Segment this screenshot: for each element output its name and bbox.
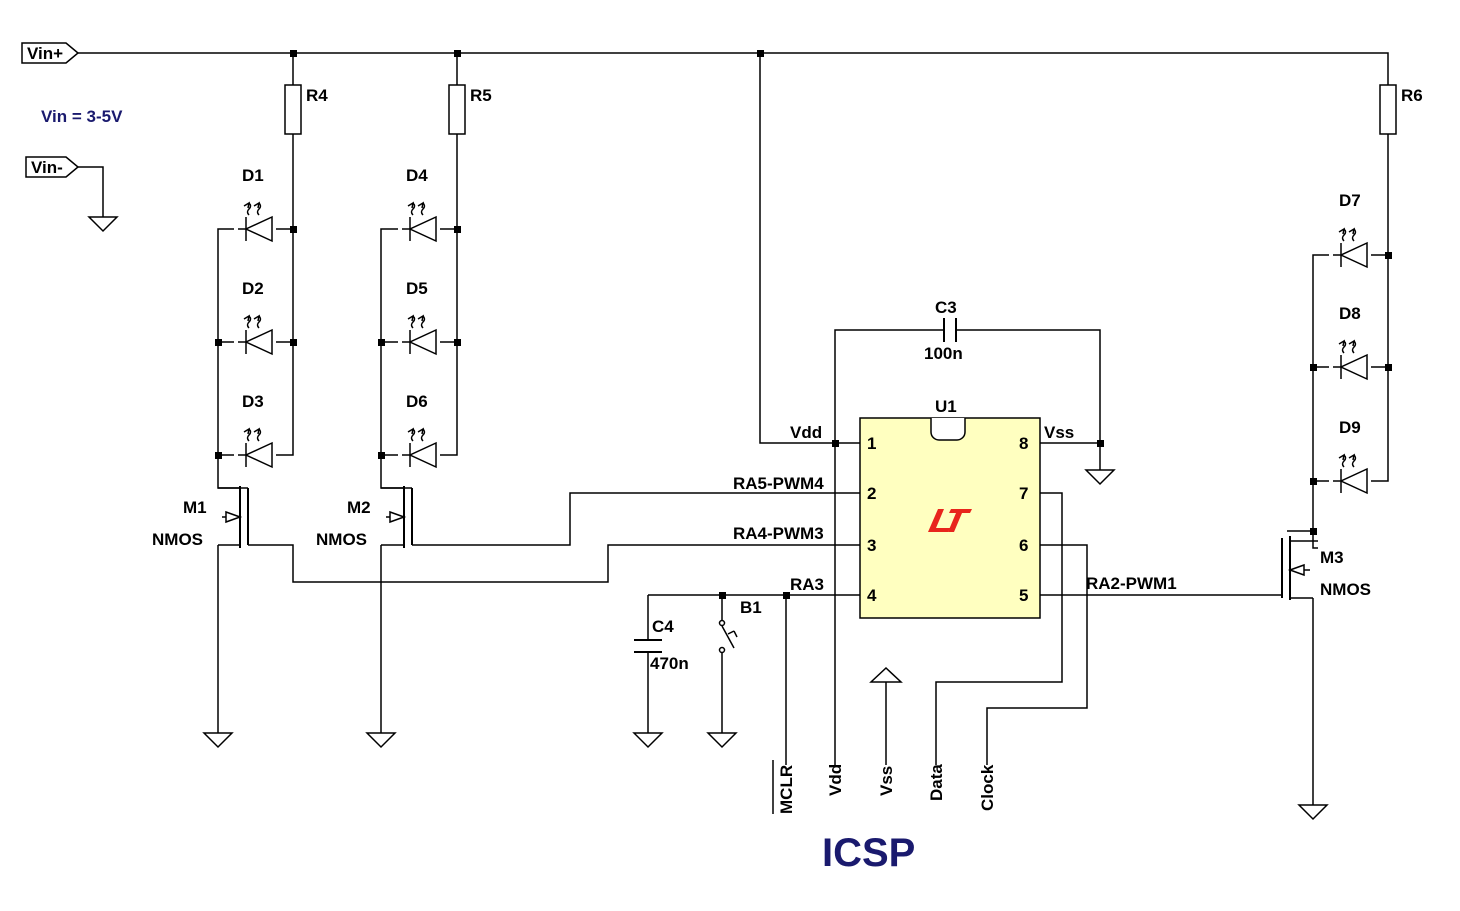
svg-text:U1: U1 [935,397,957,416]
svg-text:M1: M1 [183,498,207,517]
svg-text:D5: D5 [406,279,428,298]
svg-text:NMOS: NMOS [316,530,367,549]
led-d6: D6 [401,392,437,468]
svg-text:Vin-: Vin- [31,158,63,177]
icsp-pin-data: Data [927,764,946,801]
resistor-r6: R6 [1379,84,1423,135]
label-ra4-pwm3: RA4-PWM3 [733,524,824,543]
svg-text:1: 1 [867,434,876,453]
label-ra3: RA3 [790,575,824,594]
led-d4: D4 [401,166,437,242]
led-d7: D7 [1332,191,1368,268]
svg-text:C4: C4 [652,617,674,636]
svg-text:5: 5 [1019,586,1028,605]
svg-text:D2: D2 [242,279,264,298]
svg-text:B1: B1 [740,598,762,617]
svg-text:M3: M3 [1320,548,1344,567]
svg-text:NMOS: NMOS [152,530,203,549]
svg-text:2: 2 [867,484,876,503]
svg-text:C3: C3 [935,298,957,317]
led-d5: D5 [401,279,437,355]
resistor-r5: R5 [448,84,492,135]
svg-text:R6: R6 [1401,86,1423,105]
capacitor-c3: C3 100n [924,298,963,363]
led-d8: D8 [1332,304,1368,380]
ground-symbols [88,216,1328,820]
svg-text:R5: R5 [470,86,492,105]
svg-text:R4: R4 [306,86,328,105]
led-d1: D1 [237,166,273,242]
vin-note: Vin = 3-5V [41,107,123,126]
led-d3: D3 [237,392,273,468]
mosfet-m2: M2 NMOS [316,486,413,549]
svg-text:6: 6 [1019,536,1028,555]
vin-minus-port: Vin- [25,156,80,178]
led-d9: D9 [1332,418,1368,494]
icsp-pin-vdd: Vdd [826,764,845,796]
svg-text:M2: M2 [347,498,371,517]
icsp-pin-mclr: MCLR [777,765,796,814]
icsp-title: ICSP [822,831,915,875]
svg-text:Vin+: Vin+ [27,44,63,63]
label-vdd: Vdd [790,423,822,442]
svg-text:3: 3 [867,536,876,555]
svg-text:D3: D3 [242,392,264,411]
mosfet-m3: M3 NMOS [1281,536,1371,600]
vin-plus-port: Vin+ [21,42,80,64]
svg-text:D1: D1 [242,166,264,185]
junctions [215,50,1392,599]
mosfet-m1: M1 NMOS [152,486,249,549]
pushbutton-b1: B1 [718,598,762,654]
svg-text:7: 7 [1019,484,1028,503]
svg-text:D9: D9 [1339,418,1361,437]
ic-u1: U1 1 2 3 4 5 6 7 8 [859,397,1041,619]
svg-text:D4: D4 [406,166,428,185]
svg-text:4: 4 [867,586,877,605]
label-vss: Vss [1044,423,1074,442]
label-ra2-pwm1: RA2-PWM1 [1086,574,1177,593]
svg-text:D8: D8 [1339,304,1361,323]
svg-text:D6: D6 [406,392,428,411]
svg-text:8: 8 [1019,434,1028,453]
svg-text:D7: D7 [1339,191,1361,210]
label-ra5-pwm4: RA5-PWM4 [733,474,824,493]
resistor-r4: R4 [284,84,328,135]
wires [78,52,1389,805]
capacitor-c4: C4 470n [634,617,689,673]
icsp-pin-vss: Vss [877,766,896,796]
svg-text:470n: 470n [650,654,689,673]
led-d2: D2 [237,279,273,355]
lt-logo [928,509,972,532]
icsp-header: MCLR Vdd Vss Data Clock ICSP [772,760,997,875]
svg-text:NMOS: NMOS [1320,580,1371,599]
svg-text:100n: 100n [924,344,963,363]
icsp-pin-clock: Clock [978,764,997,811]
